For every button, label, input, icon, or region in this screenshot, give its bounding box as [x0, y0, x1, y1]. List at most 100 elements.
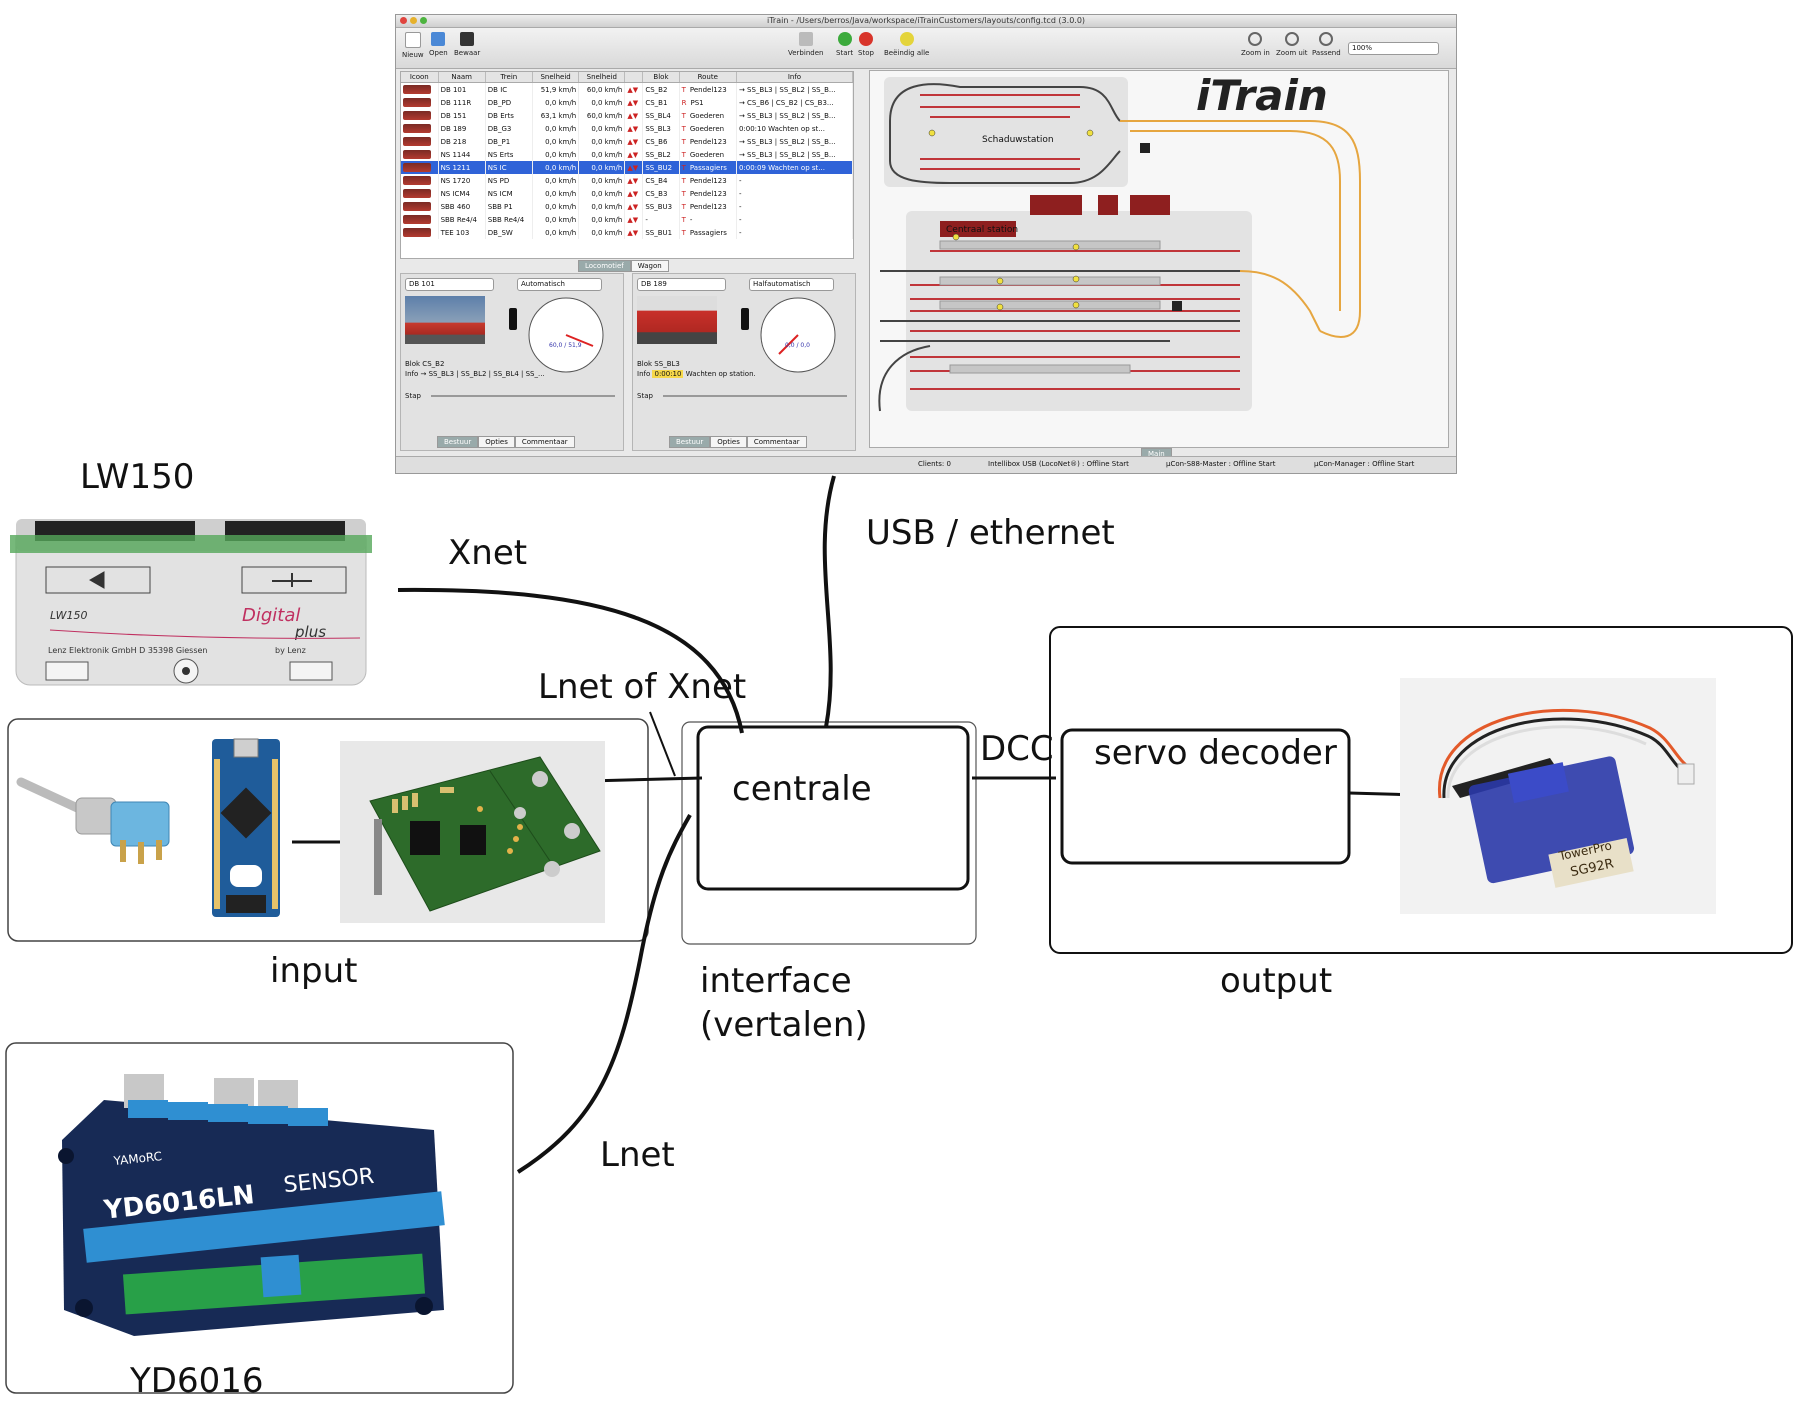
row-direction: ▲▼	[624, 148, 644, 161]
tab-options-1[interactable]: Opties	[478, 436, 515, 448]
tab-comment-2[interactable]: Commentaar	[746, 436, 807, 448]
row-info: → SS_BL3 | SS_BL2 | SS_B...	[736, 82, 854, 96]
start-button[interactable]: Start	[836, 32, 853, 57]
row-direction: ▲▼	[624, 82, 644, 96]
direction-arrows-icon[interactable]: ▲▼	[627, 176, 639, 185]
save-button[interactable]: Bewaar	[454, 32, 480, 57]
yellow-x-icon	[899, 32, 914, 46]
direction-arrows-icon[interactable]: ▲▼	[627, 85, 639, 94]
direction-arrows-icon[interactable]: ▲▼	[627, 189, 639, 198]
lnet-label: Lnet	[600, 1135, 675, 1175]
row-train: NS PD	[485, 174, 534, 187]
mode-select-2[interactable]: Halfautomatisch	[749, 278, 834, 291]
fit-button[interactable]: Passend	[1312, 32, 1341, 57]
direction-arrows-icon[interactable]: ▲▼	[627, 111, 639, 120]
status-manager[interactable]: µCon-Manager : Offline Start	[1314, 460, 1415, 468]
lnet-cable	[516, 814, 692, 1174]
stop-button[interactable]: Stop	[858, 32, 874, 57]
tab-locomotive[interactable]: Locomotief	[578, 260, 631, 272]
status-intellibox[interactable]: Intellibox USB (LocoNet®) : Offline Star…	[988, 460, 1129, 468]
fit-label: Passend	[1312, 49, 1341, 57]
col-speed-target[interactable]: Snelheid	[578, 72, 626, 83]
status-s88-master[interactable]: µCon-S88-Master : Offline Start	[1166, 460, 1276, 468]
zoom-select[interactable]: 100%	[1348, 42, 1439, 55]
route-type: R	[681, 98, 687, 107]
tab-wagon[interactable]: Wagon	[630, 260, 669, 272]
track-plan	[878, 77, 1361, 412]
mode-select-1[interactable]: Automatisch	[517, 278, 602, 291]
signal-icon-1	[509, 308, 517, 330]
zoom-window-button[interactable]	[420, 17, 427, 24]
col-info[interactable]: Info	[736, 72, 854, 83]
step-slider-2[interactable]	[663, 395, 847, 397]
status-clients: Clients: 0	[918, 460, 951, 468]
row-info: → SS_BL3 | SS_BL2 | SS_B...	[736, 109, 854, 122]
locomotive-icon	[403, 215, 431, 224]
step-slider-1[interactable]	[431, 395, 615, 397]
zoom-out-button[interactable]: Zoom uit	[1276, 32, 1308, 57]
direction-arrows-icon[interactable]: ▲▼	[627, 215, 639, 224]
xnet-cable	[397, 587, 744, 734]
direction-arrows-icon[interactable]: ▲▼	[627, 228, 639, 237]
row-name: NS 1211	[438, 161, 486, 174]
col-block[interactable]: Blok	[642, 72, 680, 83]
svg-text:plus: plus	[294, 623, 326, 641]
direction-arrows-icon[interactable]: ▲▼	[627, 163, 639, 172]
row-name: DB 151	[438, 109, 486, 122]
direction-arrows-icon[interactable]: ▲▼	[627, 98, 639, 107]
col-icon[interactable]: Icoon	[401, 72, 439, 83]
block-info-1: Blok CS_B2	[405, 360, 445, 368]
loco-select-2[interactable]: DB 189	[637, 278, 726, 291]
col-speed[interactable]: Snelheid	[532, 72, 580, 83]
loco-select-1[interactable]: DB 101	[405, 278, 494, 291]
row-speed: 0,0 km/h	[532, 135, 580, 148]
row-train: SBB P1	[485, 200, 534, 213]
locomotive-icon	[403, 163, 431, 172]
row-target-speed: 0,0 km/h	[578, 96, 626, 109]
tab-comment-1[interactable]: Commentaar	[514, 436, 575, 448]
input-label: input	[270, 951, 358, 991]
col-name[interactable]: Naam	[438, 72, 486, 83]
track-layout[interactable]: iTrain Schaduwstation Centraal station	[869, 70, 1449, 448]
new-button[interactable]: Nieuw	[402, 32, 424, 59]
yd6016-box	[5, 1042, 514, 1394]
row-icon	[401, 213, 439, 226]
new-label: Nieuw	[402, 51, 424, 59]
row-icon	[401, 109, 439, 122]
tab-control-2[interactable]: Bestuur	[669, 436, 711, 448]
direction-arrows-icon[interactable]: ▲▼	[627, 202, 639, 211]
col-route[interactable]: Route	[679, 72, 737, 83]
route-name: PS1	[690, 98, 704, 107]
connect-button[interactable]: Verbinden	[788, 32, 823, 57]
end-all-button[interactable]: Beëindig alle	[884, 32, 929, 57]
col-train[interactable]: Trein	[485, 72, 534, 83]
row-name: NS 1720	[438, 174, 486, 187]
tab-control-1[interactable]: Bestuur	[437, 436, 479, 448]
minimize-window-button[interactable]	[410, 17, 417, 24]
open-button[interactable]: Open	[429, 32, 448, 57]
direction-arrows-icon[interactable]: ▲▼	[627, 150, 639, 159]
route-type: T	[681, 215, 686, 224]
step-label-2: Stap	[637, 392, 653, 400]
close-window-button[interactable]	[400, 17, 407, 24]
tab-options-2[interactable]: Opties	[710, 436, 747, 448]
zoom-in-button[interactable]: Zoom in	[1241, 32, 1270, 57]
locomotive-icon	[403, 189, 431, 198]
direction-arrows-icon[interactable]: ▲▼	[627, 137, 639, 146]
row-speed: 0,0 km/h	[532, 174, 580, 187]
direction-arrows-icon[interactable]: ▲▼	[627, 124, 639, 133]
